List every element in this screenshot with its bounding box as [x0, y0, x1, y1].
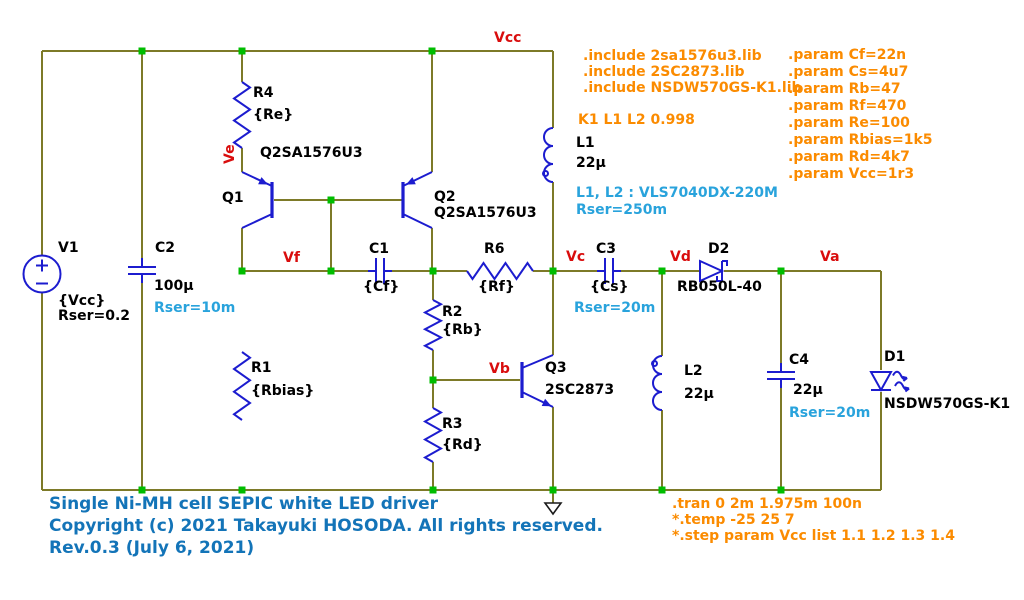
c1-value-label[interactable]: {Cf} [363, 279, 400, 295]
q1-pnp-transistor-symbol[interactable] [241, 171, 274, 229]
d2-schottky-diode-symbol[interactable] [699, 259, 728, 283]
q2-model-label[interactable]: Q2SA1576U3 [434, 205, 537, 221]
param-directive[interactable]: .param Rb=47 [788, 81, 901, 97]
r3-value-label[interactable]: {Rd} [442, 437, 483, 453]
net-label-vf[interactable]: Vf [283, 250, 300, 266]
net-label-vc[interactable]: Vc [566, 249, 586, 265]
r6-name-label[interactable]: R6 [484, 241, 505, 257]
schematic-title[interactable]: Single Ni-MH cell SEPIC white LED driver [49, 494, 439, 514]
c4-name-label[interactable]: C4 [789, 352, 810, 368]
c3-name-label[interactable]: C3 [596, 241, 617, 257]
r6-resistor-symbol[interactable] [466, 261, 534, 281]
r1-value-label[interactable]: {Rbias} [251, 383, 315, 399]
tran-directive[interactable]: .tran 0 2m 1.975m 100n [672, 496, 862, 512]
r4-value-label[interactable]: {Re} [253, 107, 294, 123]
c3-value-label[interactable]: {Cs} [590, 279, 629, 295]
v1-value-label[interactable]: {Vcc} [58, 293, 106, 309]
c2-name-label[interactable]: C2 [155, 240, 176, 256]
net-label-vcc[interactable]: Vcc [494, 30, 522, 46]
inductor-model-note[interactable]: L1, L2 : VLS7040DX-220M [576, 185, 778, 201]
c4-value-label[interactable]: 22µ [793, 382, 823, 398]
ground-symbol[interactable] [543, 502, 563, 516]
r4-resistor-symbol[interactable] [232, 81, 252, 149]
q1-name-label[interactable]: Q1 [222, 190, 244, 206]
l1-value-label[interactable]: 22µ [576, 155, 606, 171]
c3-capacitor-symbol[interactable] [597, 258, 621, 284]
r6-value-label[interactable]: {Rf} [478, 279, 515, 295]
c3-rser-note[interactable]: Rser=20m [574, 300, 656, 316]
d1-name-label[interactable]: D1 [884, 349, 906, 365]
q2-name-label[interactable]: Q2 [434, 189, 456, 205]
r2-value-label[interactable]: {Rb} [442, 322, 483, 338]
inductor-rser-note[interactable]: Rser=250m [576, 202, 668, 218]
c4-rser-note[interactable]: Rser=20m [789, 405, 871, 421]
wire-net[interactable] [41, 50, 882, 503]
schematic-revision[interactable]: Rev.0.3 (July 6, 2021) [49, 538, 255, 558]
q1-model-label[interactable]: Q2SA1576U3 [260, 145, 363, 161]
net-label-va[interactable]: Va [820, 249, 840, 265]
c2-capacitor-symbol[interactable] [128, 258, 156, 283]
step-directive[interactable]: *.step param Vcc list 1.1 1.2 1.3 1.4 [672, 528, 955, 544]
l2-inductor-symbol[interactable] [651, 355, 663, 411]
c4-capacitor-symbol[interactable] [767, 363, 795, 388]
param-directive[interactable]: .param Vcc=1r3 [788, 166, 915, 182]
schematic-copyright[interactable]: Copyright (c) 2021 Takayuki HOSODA. All … [49, 516, 603, 536]
l2-phase-dot-icon [651, 360, 658, 367]
r1-name-label[interactable]: R1 [251, 360, 272, 376]
q3-name-label[interactable]: Q3 [545, 360, 567, 376]
include-directive[interactable]: .include NSDW570GS-K1.lib [583, 80, 802, 96]
led-light-arrowheads-icon [902, 375, 910, 393]
r1-resistor-symbol[interactable] [232, 351, 252, 421]
c1-capacitor-symbol[interactable] [368, 258, 392, 284]
param-directive[interactable]: .param Rf=470 [788, 98, 907, 114]
c1-name-label[interactable]: C1 [369, 241, 390, 257]
param-directive[interactable]: .param Rbias=1k5 [788, 132, 933, 148]
l2-name-label[interactable]: L2 [684, 363, 703, 379]
v1-name-label[interactable]: V1 [58, 240, 79, 256]
d1-led-symbol[interactable] [869, 370, 910, 393]
d1-model-label[interactable]: NSDW570GS-K1 [884, 396, 1011, 412]
c2-value-label[interactable]: 100µ [154, 278, 194, 294]
l1-phase-dot-icon [542, 170, 549, 177]
l2-value-label[interactable]: 22µ [684, 386, 714, 402]
r2-name-label[interactable]: R2 [442, 304, 463, 320]
q2-pnp-transistor-symbol[interactable] [401, 171, 433, 229]
param-directive[interactable]: .param Re=100 [788, 115, 910, 131]
net-label-vd[interactable]: Vd [670, 249, 691, 265]
v1-voltage-source-symbol[interactable] [22, 254, 62, 294]
d2-model-label[interactable]: RB050L-40 [677, 279, 762, 295]
include-directive[interactable]: .include 2SC2873.lib [583, 64, 745, 80]
net-label-ve[interactable]: Ve [222, 144, 238, 164]
temp-directive[interactable]: *.temp -25 25 7 [672, 512, 795, 528]
param-directive[interactable]: .param Rd=4k7 [788, 149, 910, 165]
v1-rser-label[interactable]: Rser=0.2 [58, 308, 131, 324]
r3-name-label[interactable]: R3 [442, 416, 463, 432]
r2-resistor-symbol[interactable] [422, 299, 444, 351]
net-label-vb[interactable]: Vb [489, 361, 510, 377]
d2-name-label[interactable]: D2 [708, 241, 730, 257]
junction-dots [138, 47, 785, 494]
param-directive[interactable]: .param Cs=4u7 [788, 64, 909, 80]
r3-resistor-symbol[interactable] [422, 407, 444, 463]
l1-name-label[interactable]: L1 [576, 135, 595, 151]
c2-rser-note[interactable]: Rser=10m [154, 300, 236, 316]
include-directive[interactable]: .include 2sa1576u3.lib [583, 48, 762, 64]
r4-name-label[interactable]: R4 [253, 85, 274, 101]
q3-npn-transistor-symbol[interactable] [520, 354, 554, 408]
param-directive[interactable]: .param Cf=22n [788, 47, 907, 63]
coupling-directive[interactable]: K1 L1 L2 0.998 [578, 112, 695, 128]
l1-inductor-symbol[interactable] [542, 127, 554, 183]
q3-model-label[interactable]: 2SC2873 [545, 382, 615, 398]
